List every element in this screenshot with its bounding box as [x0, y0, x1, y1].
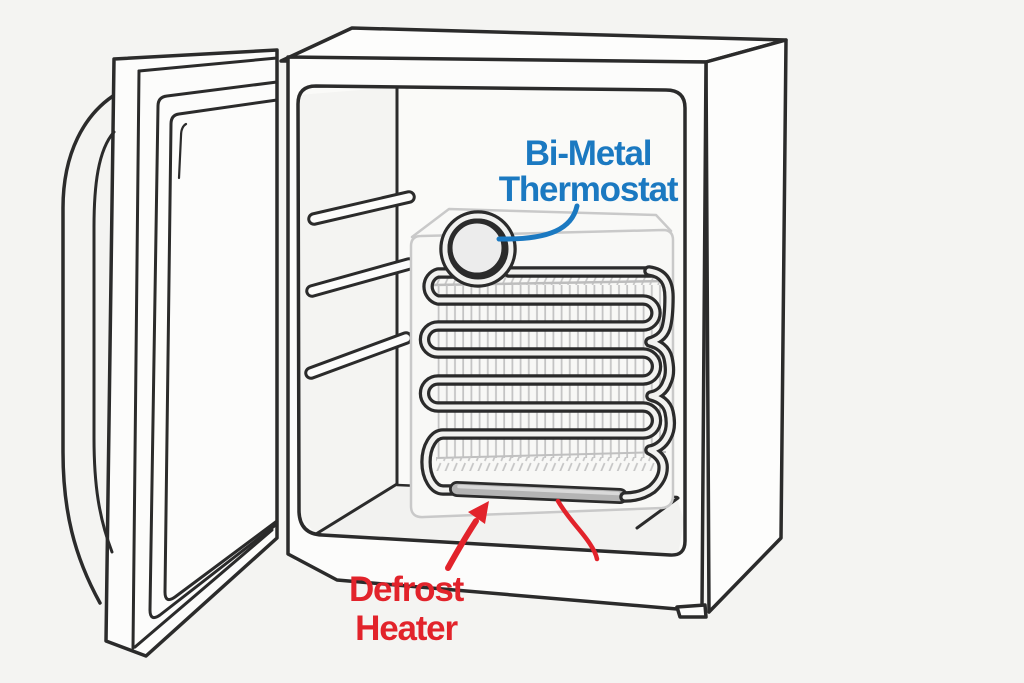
- thermostat-label: Bi-Metal Thermostat: [499, 134, 680, 209]
- door-liner-recess: [163, 98, 279, 602]
- door-handle-outer: [61, 94, 115, 605]
- coil-return-tube: [619, 265, 677, 503]
- interior-left-wall: [298, 87, 397, 534]
- evaporator-coil: [418, 266, 663, 496]
- coil-serpentine-inner: [422, 269, 659, 493]
- freezer-door: [61, 48, 279, 658]
- heater-wire-line: [555, 498, 600, 562]
- heater-label-line1: Defrost: [349, 570, 465, 609]
- door-left-edge-inner: [131, 69, 141, 650]
- shelf-rail: [307, 190, 416, 226]
- shelf-rail: [304, 331, 413, 380]
- door-liner-corner-accent: [177, 122, 188, 180]
- heater-label-line2: Heater: [355, 609, 458, 648]
- left-floor-corner-line: [314, 482, 399, 536]
- shelf-rail: [305, 257, 416, 298]
- heater-label: Defrost Heater: [349, 570, 466, 648]
- thermostat-label-line1: Bi-Metal: [525, 134, 652, 173]
- cabinet-right-panel: [704, 38, 788, 614]
- shelf-rails: [304, 190, 416, 380]
- heater-arrow-head: [468, 501, 489, 524]
- door-slab: [104, 48, 279, 658]
- heater-arrow-shaft: [445, 518, 479, 571]
- thermostat-leader-line: [496, 203, 580, 242]
- door-liner-outer: [148, 80, 279, 620]
- thermostat-label-line2: Thermostat: [499, 170, 679, 209]
- thermostat-clamp-ring-inner: [442, 213, 514, 285]
- thermostat-sensor: [439, 210, 517, 288]
- door-handle-inner: [92, 130, 116, 554]
- cabinet-foot: [675, 603, 708, 619]
- door-top-edge-inner: [137, 56, 279, 73]
- heater-pointer-arrow: [445, 501, 489, 571]
- defrost-heater-tube: [449, 481, 628, 504]
- door-bottom-edge-inner: [133, 528, 274, 649]
- thermostat-disc: [447, 218, 507, 278]
